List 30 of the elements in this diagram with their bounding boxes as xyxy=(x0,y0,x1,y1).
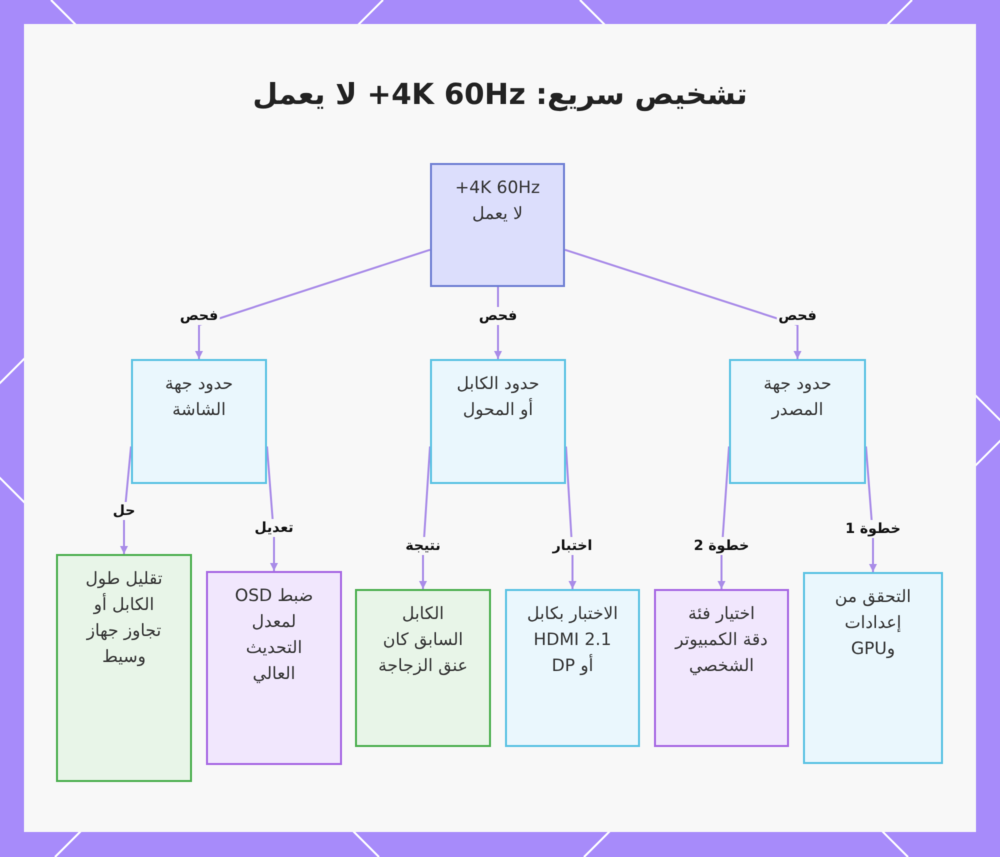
arrow xyxy=(195,248,430,359)
process-box xyxy=(803,572,943,764)
process-box xyxy=(131,359,267,484)
process-box xyxy=(505,589,640,747)
edge-label: تعديل xyxy=(252,519,296,537)
node-text: 4K 60Hz+ لا يعمل xyxy=(454,177,541,226)
node-text: حدود جهة المصدر xyxy=(762,373,833,422)
arrow xyxy=(564,248,802,359)
edge-label: حل xyxy=(110,502,138,520)
process-box xyxy=(729,359,866,484)
process-box xyxy=(56,554,192,782)
node-text: حدود جهة الشاشة xyxy=(164,373,234,422)
arrow xyxy=(718,446,730,589)
process-box xyxy=(654,589,789,747)
node-text: حدود الكابل أو المحول xyxy=(456,373,540,422)
process-box xyxy=(430,163,565,287)
process-box xyxy=(430,359,566,484)
node-text: ضبط OSD لمعدل التحديث العالي xyxy=(234,585,314,686)
edge-label: اختبار xyxy=(550,537,594,555)
node-text: اختيار فئة دقة الكمبيوتر الشخصي xyxy=(674,603,768,678)
diagram-title: تشخيص سريع: 4K 60Hz+ لا يعمل xyxy=(252,76,748,114)
process-box xyxy=(355,589,491,747)
node-text: تقليل طول الكابل أو تجاوز جهاز وسيط xyxy=(84,568,164,669)
edge-label: فحص xyxy=(476,307,520,325)
node-text: الاختبار بكابل HDMI 2.1 أو DP xyxy=(526,603,619,678)
arrow xyxy=(419,446,431,589)
node-text: التحقق من إعدادات وGPU xyxy=(834,586,912,661)
node-text: الكابل السابق كان عنق الزجاجة xyxy=(377,603,469,678)
arrow xyxy=(565,446,576,589)
process-box xyxy=(206,571,342,765)
